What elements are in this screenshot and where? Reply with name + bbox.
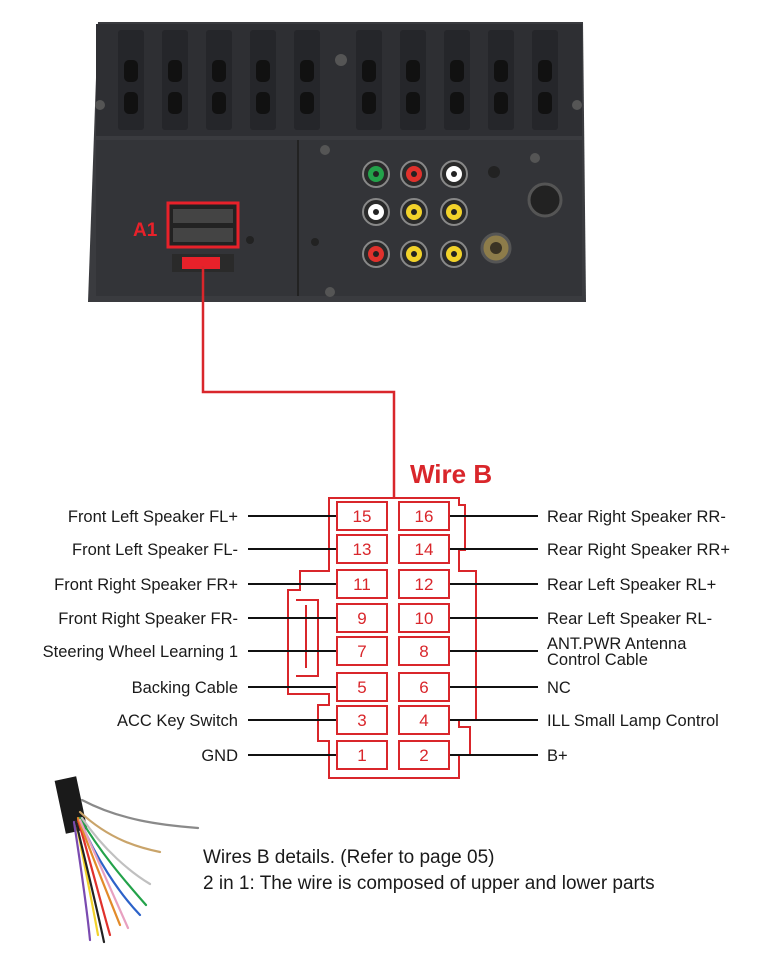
right-pin-label: ANT.PWR Antenna	[547, 635, 687, 653]
right-pin-label: Rear Right Speaker RR+	[547, 541, 730, 559]
footer-note-line-2: 2 in 1: The wire is composed of upper an…	[203, 873, 655, 894]
pin-box	[398, 534, 450, 564]
pin-box	[398, 705, 450, 735]
right-pin-label: Rear Right Speaker RR-	[547, 508, 726, 526]
pin-number: 15	[353, 507, 372, 526]
head-unit-rear-panel	[88, 22, 586, 302]
pin-box	[336, 501, 388, 531]
pin-number: 4	[419, 711, 428, 730]
pin-box	[398, 740, 450, 770]
heat-sink-fins	[95, 30, 582, 130]
left-pin-label: Front Right Speaker FR+	[54, 576, 238, 594]
left-pin-label: Steering Wheel Learning 1	[43, 643, 238, 661]
pin-number: 14	[415, 540, 434, 559]
pin-box	[336, 534, 388, 564]
connector-a1-label: A1	[133, 220, 158, 241]
pin-number: 12	[415, 575, 434, 594]
pin-box	[398, 636, 450, 666]
connector-a1	[166, 201, 254, 272]
pin-box	[336, 569, 388, 599]
connection-line	[201, 266, 396, 498]
pin-box	[398, 569, 450, 599]
rca-jacks	[362, 160, 512, 268]
left-pin-label: Front Left Speaker FL+	[68, 508, 238, 526]
wire-b-title: Wire B	[410, 459, 492, 489]
pin-number: 1	[357, 746, 366, 765]
footer-note-line-1: Wires B details. (Refer to page 05)	[203, 847, 494, 868]
pin-box	[336, 740, 388, 770]
left-pin-label: GND	[201, 747, 238, 765]
pin-number: 7	[357, 642, 366, 661]
right-pin-label: B+	[547, 747, 568, 765]
left-pin-labels: Front Left Speaker FL+ Front Left Speaker…	[43, 508, 337, 765]
pin-number: 6	[419, 678, 428, 697]
pin-box	[398, 501, 450, 531]
left-pin-label: ACC Key Switch	[117, 712, 238, 730]
pin-number: 2	[419, 746, 428, 765]
right-pin-label: ILL Small Lamp Control	[547, 712, 719, 730]
pin-number: 3	[357, 711, 366, 730]
pin-number: 5	[357, 678, 366, 697]
right-pin-label: Rear Left Speaker RL+	[547, 576, 716, 594]
pin-number: 10	[415, 609, 434, 628]
left-pin-label: Backing Cable	[132, 679, 238, 697]
right-pin-label: Rear Left Speaker RL-	[547, 610, 712, 628]
pin-number: 9	[357, 609, 366, 628]
pin-number: 16	[415, 507, 434, 526]
pin-box	[398, 603, 450, 633]
pin-cells: 15 13 11 9 7 5 3 1 16 14 12 10 8 6 4 2	[336, 501, 450, 770]
right-pin-labels: Rear Right Speaker RR- Rear Right Speaker…	[449, 508, 730, 765]
pin-box	[336, 603, 388, 633]
left-pin-label: Front Left Speaker FL-	[72, 541, 238, 559]
right-pin-label: NC	[547, 679, 571, 697]
pin-number: 13	[353, 540, 372, 559]
pin-number: 11	[353, 575, 371, 594]
pin-box	[336, 672, 388, 702]
pin-number: 8	[419, 642, 428, 661]
pin-box	[336, 705, 388, 735]
wire-harness-image	[54, 776, 200, 944]
right-pin-label-line-2: Control Cable	[547, 651, 648, 669]
pin-box	[336, 636, 388, 666]
pin-box	[398, 672, 450, 702]
left-pin-label: Front Right Speaker FR-	[58, 610, 238, 628]
